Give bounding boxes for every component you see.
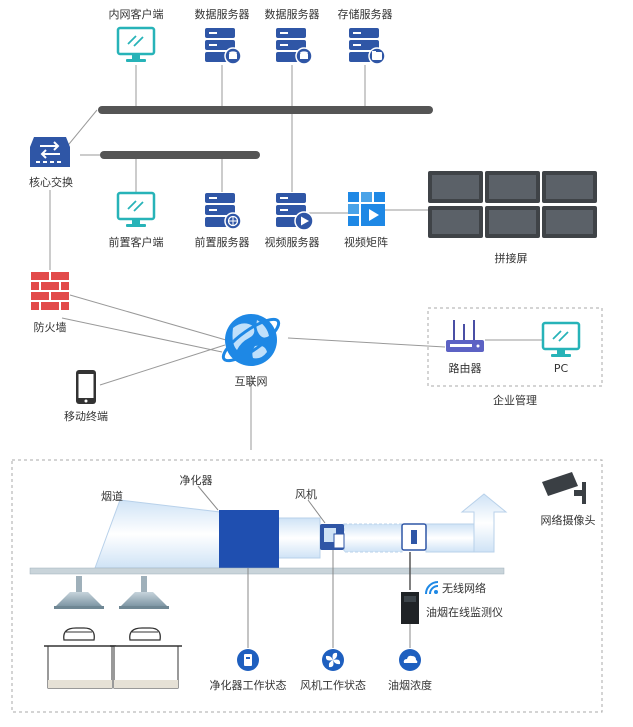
kitchen-counter-shelf	[29, 567, 505, 575]
storage-server-label: 存储服务器	[338, 7, 393, 21]
purifier-status-icon	[237, 649, 259, 671]
wireless-network-label: 无线网络	[442, 581, 486, 595]
wifi-icon	[425, 581, 439, 595]
video-server-icon	[276, 193, 314, 231]
range-hood-left	[54, 576, 104, 609]
data-server-2-label: 数据服务器	[265, 7, 320, 21]
video-matrix-icon	[348, 192, 385, 226]
firewall-label: 防火墙	[34, 320, 67, 334]
splice-screen-label: 拼接屏	[495, 251, 528, 265]
fan-unit	[320, 524, 345, 550]
flue-duct	[94, 493, 508, 569]
splice-screen-icon	[428, 171, 597, 238]
mobile-terminal-label: 移动终端	[64, 409, 108, 423]
network-camera-icon	[542, 472, 586, 504]
purifier-label: 净化器	[180, 473, 213, 487]
data-server-2-icon	[276, 28, 313, 65]
router-icon	[446, 320, 484, 352]
connection-lines	[49, 65, 542, 450]
video-matrix-label: 视频矩阵	[344, 235, 388, 249]
core-switch-label: 核心交换	[29, 175, 73, 189]
intranet-client-icon	[116, 26, 156, 62]
stove-right	[110, 627, 182, 689]
monitor-sensor-unit	[401, 523, 427, 551]
router-label: 路由器	[449, 361, 482, 375]
front-client-icon	[116, 191, 156, 227]
fan-status-label: 风机工作状态	[300, 678, 366, 692]
purifier-unit	[219, 510, 279, 568]
storage-server-icon	[349, 28, 386, 65]
flue-label: 烟道	[101, 489, 123, 503]
fan-status-icon	[322, 649, 344, 671]
enterprise-mgmt-box	[427, 307, 603, 387]
core-switch-icon	[30, 137, 70, 167]
data-server-1-icon	[205, 28, 242, 65]
data-server-1-label: 数据服务器	[195, 7, 250, 21]
firewall-icon	[31, 272, 69, 310]
range-hood-right	[119, 576, 169, 609]
oil-fume-density-label: 油烟浓度	[388, 678, 432, 692]
front-server-label: 前置服务器	[195, 235, 250, 249]
enterprise-mgmt-label: 企业管理	[493, 393, 537, 407]
internet-globe-icon	[221, 314, 281, 366]
front-client-label: 前置客户端	[109, 235, 164, 249]
purifier-status-label: 净化器工作状态	[210, 678, 287, 692]
status-connectors	[247, 550, 411, 648]
internet-label: 互联网	[235, 375, 268, 388]
pc-icon	[541, 321, 581, 357]
fan-label: 风机	[295, 487, 317, 501]
video-server-label: 视频服务器	[265, 235, 320, 249]
front-bus	[100, 151, 260, 159]
stove-left	[44, 627, 116, 689]
intranet-client-label: 内网客户端	[109, 7, 164, 21]
oil-fume-monitor-label: 油烟在线监测仪	[426, 605, 503, 619]
pc-label: PC	[554, 362, 569, 375]
oil-fume-monitor-device	[401, 592, 419, 624]
mobile-phone-icon	[76, 370, 96, 404]
kitchen-box	[11, 459, 603, 713]
intranet-bus	[98, 106, 433, 114]
oil-fume-density-icon	[399, 649, 421, 671]
front-server-icon	[205, 193, 242, 230]
network-camera-label: 网络摄像头	[541, 513, 596, 527]
